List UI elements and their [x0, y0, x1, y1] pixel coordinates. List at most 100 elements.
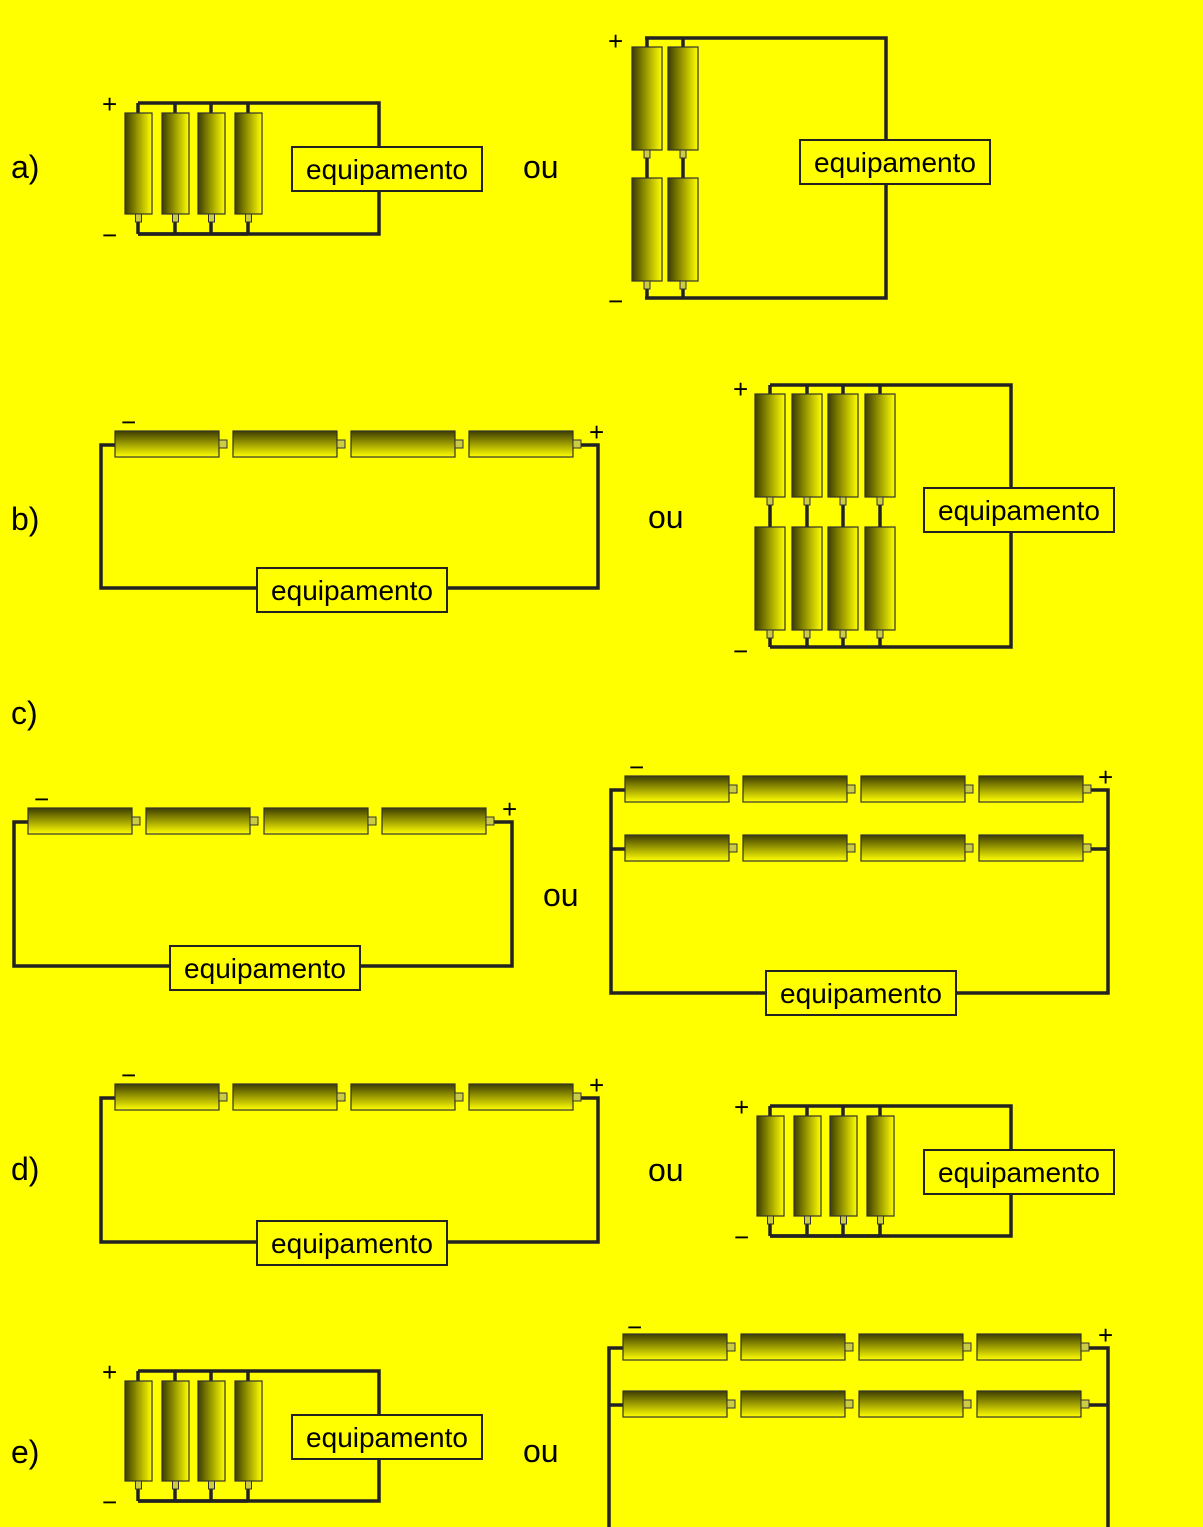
- plus-terminal-icon: +: [589, 1070, 604, 1100]
- battery-cell-icon: [754, 526, 786, 639]
- battery-cell-icon: [161, 112, 190, 223]
- circuit-wire: [360, 820, 514, 968]
- plus-terminal-icon: +: [1098, 1320, 1113, 1350]
- battery-cell-icon: [742, 834, 856, 862]
- battery-cell-icon: [976, 1333, 1090, 1361]
- equipment-box: equipamento: [256, 1220, 448, 1266]
- battery-cell-icon: [124, 1380, 153, 1490]
- battery-cell-icon: [860, 834, 974, 862]
- battery-cell-icon: [858, 1390, 972, 1418]
- plus-terminal-icon: +: [734, 1092, 749, 1122]
- option-letter-a: a): [11, 149, 39, 185]
- battery-cell-icon: [864, 526, 896, 639]
- battery-cell-icon: [976, 1390, 1090, 1418]
- minus-terminal-icon: −: [102, 1487, 117, 1517]
- equipment-label: equipamento: [306, 1422, 468, 1453]
- battery-cell-icon: [631, 46, 663, 159]
- battery-cell-icon: [622, 1333, 736, 1361]
- equipment-label: equipamento: [938, 495, 1100, 526]
- battery-cell-icon: [124, 112, 153, 223]
- plus-terminal-icon: +: [1098, 762, 1113, 792]
- battery-cell-icon: [468, 430, 582, 458]
- battery-cell-icon: [114, 430, 228, 458]
- minus-terminal-icon: −: [34, 784, 49, 814]
- battery-cell-icon: [827, 526, 859, 639]
- option-letter-c: c): [11, 695, 38, 731]
- circuit-wire: [447, 443, 600, 590]
- circuit-wire: [99, 1096, 257, 1244]
- equipment-box: equipamento: [923, 1149, 1115, 1195]
- battery-cell-icon: [742, 775, 856, 803]
- battery-cell-icon: [624, 775, 738, 803]
- circuit-wire: [956, 788, 1110, 995]
- minus-terminal-icon: −: [102, 220, 117, 250]
- or-label-d: ou: [648, 1152, 684, 1188]
- battery-cell-icon: [350, 430, 464, 458]
- equipment-label: equipamento: [780, 978, 942, 1009]
- plus-terminal-icon: +: [733, 374, 748, 404]
- minus-terminal-icon: −: [734, 1222, 749, 1252]
- minus-terminal-icon: −: [733, 636, 748, 666]
- battery-cell-icon: [756, 1115, 785, 1225]
- plus-terminal-icon: +: [608, 26, 623, 56]
- battery-cell-icon: [667, 46, 699, 159]
- battery-cell-icon: [232, 1083, 346, 1111]
- circuit-wire: [447, 1096, 600, 1244]
- battery-cell-icon: [827, 393, 859, 506]
- battery-cell-icon: [829, 1115, 858, 1225]
- circuit-wire: [607, 1346, 623, 1527]
- battery-cell-icon: [234, 112, 263, 223]
- minus-terminal-icon: −: [629, 752, 644, 782]
- option-letter-e: e): [11, 1434, 39, 1470]
- option-letter-b: b): [11, 501, 39, 537]
- battery-cell-icon: [667, 177, 699, 290]
- battery-cell-icon: [624, 834, 738, 862]
- equipment-label: equipamento: [814, 147, 976, 178]
- battery-cell-icon: [27, 807, 141, 835]
- battery-cell-icon: [791, 393, 823, 506]
- battery-cell-icon: [866, 1115, 895, 1225]
- battery-cell-icon: [161, 1380, 190, 1490]
- battery-cell-icon: [978, 775, 1092, 803]
- battery-cell-icon: [978, 834, 1092, 862]
- battery-cell-icon: [740, 1390, 854, 1418]
- or-label-b: ou: [648, 499, 684, 535]
- plus-terminal-icon: +: [102, 89, 117, 119]
- battery-cell-icon: [197, 1380, 226, 1490]
- battery-cell-icon: [864, 393, 896, 506]
- plus-terminal-icon: +: [589, 417, 604, 447]
- or-label-a: ou: [523, 149, 559, 185]
- option-letter-d: d): [11, 1151, 39, 1187]
- battery-cell-icon: [858, 1333, 972, 1361]
- plus-terminal-icon: +: [102, 1357, 117, 1387]
- equipment-label: equipamento: [938, 1157, 1100, 1188]
- battery-cell-icon: [234, 1380, 263, 1490]
- or-label-e: ou: [523, 1433, 559, 1469]
- minus-terminal-icon: −: [121, 407, 136, 437]
- circuit-wire: [99, 443, 257, 590]
- equipment-label: equipamento: [184, 953, 346, 984]
- equipment-box: equipamento: [256, 567, 448, 613]
- battery-cell-icon: [381, 807, 495, 835]
- battery-cell-icon: [754, 393, 786, 506]
- equipment-box: equipamento: [799, 139, 991, 185]
- battery-cell-icon: [197, 112, 226, 223]
- equipment-box: equipamento: [765, 970, 957, 1016]
- circuit-wire: [609, 788, 766, 995]
- minus-terminal-icon: −: [121, 1060, 136, 1090]
- equipment-label: equipamento: [306, 154, 468, 185]
- battery-cell-icon: [145, 807, 259, 835]
- battery-cell-icon: [860, 775, 974, 803]
- battery-cell-icon: [631, 177, 663, 290]
- equipment-label: equipamento: [271, 1228, 433, 1259]
- battery-cell-icon: [793, 1115, 822, 1225]
- circuit-wire: [1081, 1346, 1110, 1527]
- equipment-box: equipamento: [169, 945, 361, 991]
- battery-cell-icon: [622, 1390, 736, 1418]
- battery-cell-icon: [791, 526, 823, 639]
- equipment-box: equipamento: [291, 146, 483, 192]
- plus-terminal-icon: +: [502, 794, 517, 824]
- equipment-box: equipamento: [291, 1414, 483, 1460]
- battery-cell-icon: [263, 807, 377, 835]
